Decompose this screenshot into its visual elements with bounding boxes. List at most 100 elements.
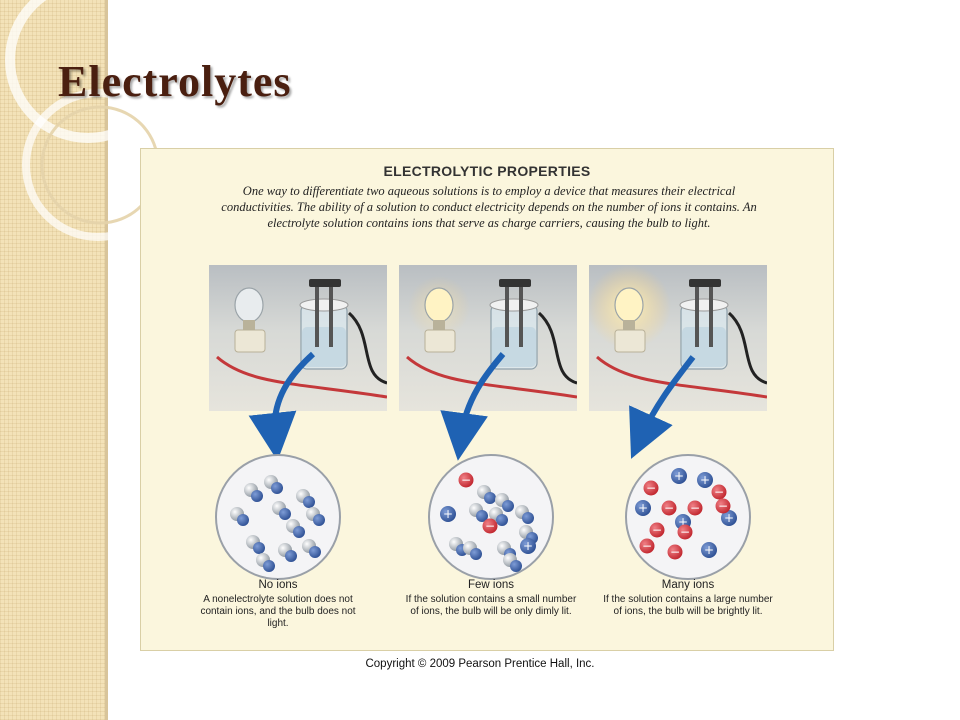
anion: − bbox=[643, 480, 659, 496]
cation: + bbox=[520, 538, 536, 554]
black-wire bbox=[537, 311, 577, 385]
electrode bbox=[329, 283, 333, 347]
cation: + bbox=[697, 472, 713, 488]
plus-sign: + bbox=[678, 515, 688, 529]
cation: + bbox=[671, 468, 687, 484]
electrode bbox=[315, 283, 319, 347]
anion: − bbox=[661, 500, 677, 516]
caption-description: If the solution contains a small number … bbox=[405, 594, 577, 617]
neutral-molecule bbox=[477, 485, 496, 504]
plus-sign: + bbox=[674, 469, 684, 483]
socket bbox=[424, 329, 456, 353]
anion: − bbox=[715, 498, 731, 514]
solution-circle-no-ions bbox=[213, 452, 343, 582]
beaker-lid bbox=[489, 298, 539, 312]
caption-many-ions: Many ions If the solution contains a lar… bbox=[599, 579, 777, 618]
caption-label: Few ions bbox=[467, 579, 515, 591]
beaker-lid bbox=[299, 298, 349, 312]
caption-no-ions: No ions A nonelectrolyte solution does n… bbox=[189, 579, 367, 630]
caption-few-ions: Few ions If the solution contains a smal… bbox=[402, 579, 580, 618]
figure-heading: ELECTROLYTIC PROPERTIES bbox=[383, 163, 591, 179]
cation: + bbox=[701, 542, 717, 558]
anion: − bbox=[687, 500, 703, 516]
neutral-molecule bbox=[264, 475, 283, 494]
minus-sign: − bbox=[714, 485, 724, 499]
solution-circle-many-ions: ++++++−−−−−−−−− bbox=[623, 452, 753, 582]
bulb-base bbox=[433, 320, 445, 330]
photo-many-ions bbox=[589, 265, 767, 411]
beaker-lid bbox=[679, 298, 729, 312]
anion: − bbox=[677, 524, 693, 540]
photo-few-ions bbox=[399, 265, 577, 411]
anion: − bbox=[667, 544, 683, 560]
minus-sign: − bbox=[485, 519, 495, 533]
light-bulb bbox=[614, 287, 644, 323]
figure-description: One way to differentiate two aqueous sol… bbox=[221, 184, 757, 230]
minus-sign: − bbox=[461, 473, 471, 487]
caption-label: No ions bbox=[258, 579, 298, 591]
electrolytic-properties-figure: ELECTROLYTIC PROPERTIES One way to diffe… bbox=[140, 148, 834, 651]
slide-title: Electrolytes bbox=[58, 57, 292, 106]
light-bulb bbox=[234, 287, 264, 323]
caption-label: Many ions bbox=[661, 579, 715, 591]
neutral-molecule bbox=[230, 507, 249, 526]
minus-sign: − bbox=[642, 539, 652, 553]
minus-sign: − bbox=[718, 499, 728, 513]
cation: + bbox=[721, 510, 737, 526]
anion: − bbox=[482, 518, 498, 534]
socket bbox=[614, 329, 646, 353]
solution bbox=[492, 327, 536, 367]
minus-sign: − bbox=[646, 481, 656, 495]
light-bulb bbox=[424, 287, 454, 323]
neutral-molecule bbox=[463, 541, 482, 560]
cation: + bbox=[635, 500, 651, 516]
plus-sign: + bbox=[700, 473, 710, 487]
bulb-base bbox=[623, 320, 635, 330]
neutral-molecule bbox=[278, 543, 297, 562]
clip bbox=[499, 279, 531, 287]
neutral-molecule bbox=[503, 553, 522, 572]
caption-description: If the solution contains a large number … bbox=[603, 594, 773, 617]
solution bbox=[682, 327, 726, 367]
neutral-molecule bbox=[296, 489, 315, 508]
neutral-molecule bbox=[286, 519, 305, 538]
plus-sign: + bbox=[638, 501, 648, 515]
black-wire bbox=[347, 311, 387, 385]
anion: − bbox=[458, 472, 474, 488]
minus-sign: − bbox=[664, 501, 674, 515]
neutral-molecule bbox=[469, 503, 488, 522]
black-wire bbox=[727, 311, 767, 385]
minus-sign: − bbox=[680, 525, 690, 539]
electrode bbox=[505, 283, 509, 347]
anion: − bbox=[639, 538, 655, 554]
neutral-molecule bbox=[495, 493, 514, 512]
solution-circle-few-ions: + + − − bbox=[426, 452, 556, 582]
plus-sign: + bbox=[724, 511, 734, 525]
photo-no-ions bbox=[209, 265, 387, 411]
electrode bbox=[519, 283, 523, 347]
neutral-molecule bbox=[246, 535, 265, 554]
neutral-molecule bbox=[256, 553, 275, 572]
clip bbox=[689, 279, 721, 287]
plus-sign: + bbox=[523, 539, 533, 553]
plus-sign: + bbox=[704, 543, 714, 557]
electrode bbox=[695, 283, 699, 347]
minus-sign: − bbox=[690, 501, 700, 515]
plus-sign: + bbox=[443, 507, 453, 521]
neutral-molecule bbox=[515, 505, 534, 524]
neutral-molecule bbox=[244, 483, 263, 502]
neutral-molecule bbox=[272, 501, 291, 520]
decorative-side-band bbox=[0, 0, 108, 720]
minus-sign: − bbox=[652, 523, 662, 537]
neutral-molecule bbox=[306, 507, 325, 526]
neutral-molecule bbox=[489, 507, 508, 526]
neutral-molecule bbox=[302, 539, 321, 558]
solution bbox=[302, 327, 346, 367]
caption-description: A nonelectrolyte solution does not conta… bbox=[200, 594, 356, 629]
clip bbox=[309, 279, 341, 287]
electrode bbox=[709, 283, 713, 347]
socket bbox=[234, 329, 266, 353]
anion: − bbox=[649, 522, 665, 538]
copyright-notice: Copyright © 2009 Pearson Prentice Hall, … bbox=[365, 658, 595, 670]
anion: − bbox=[711, 484, 727, 500]
